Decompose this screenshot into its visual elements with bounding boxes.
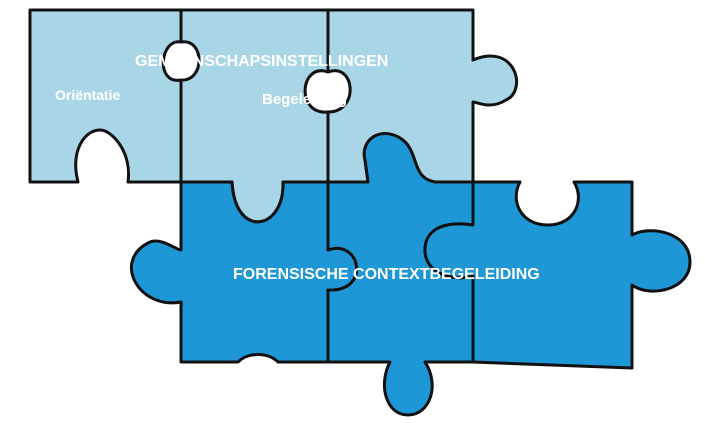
gemeenschapsinstellingen-label: GEMEENSCHAPSINSTELLINGEN <box>135 53 389 70</box>
light-piece-right <box>326 8 518 184</box>
begeleiding-label: Begeleiding <box>262 91 348 108</box>
dark-piece-left <box>129 180 358 364</box>
light-piece-left <box>28 8 183 184</box>
orientatie-label: Oriëntatie <box>55 87 121 103</box>
forensische-contextbegeleiding-label: FORENSISCHE CONTEXTBEGELEIDING <box>233 266 540 283</box>
dark-piece-right <box>423 180 692 370</box>
